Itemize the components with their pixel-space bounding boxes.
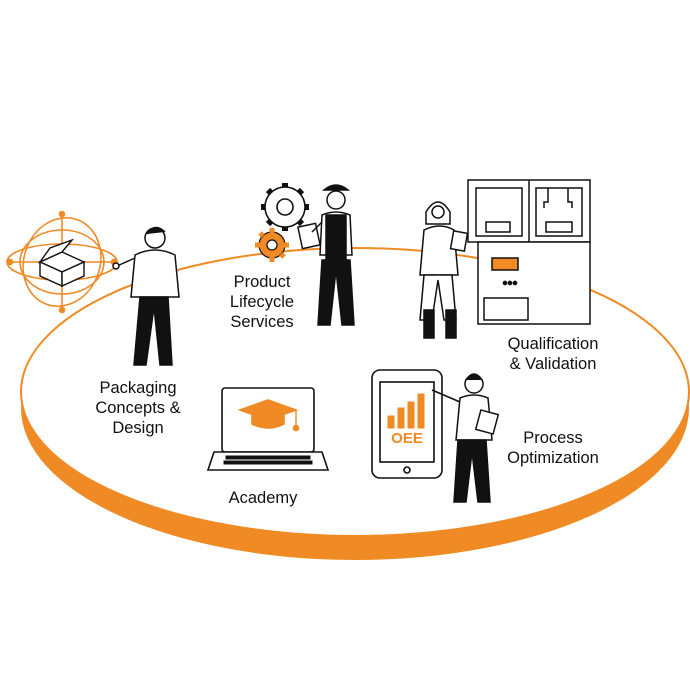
label-line: & Validation xyxy=(509,355,597,373)
filling-machine-icon xyxy=(467,179,591,325)
label-process-optimization: Process Optimization xyxy=(488,428,618,468)
label-line: Optimization xyxy=(507,449,599,467)
label-line: Process xyxy=(523,429,583,447)
label-line: Packaging xyxy=(99,379,177,397)
gears-icon xyxy=(255,183,309,262)
label-line: Services xyxy=(230,313,294,331)
label-product-lifecycle-services: Product Lifecycle Services xyxy=(212,272,312,332)
label-academy: Academy xyxy=(208,488,318,508)
laptop-icon xyxy=(206,387,330,471)
label-line: Concepts & xyxy=(95,399,181,417)
box-hologram-icon xyxy=(6,210,118,314)
label-packaging-concepts-design: Packaging Concepts & Design xyxy=(78,378,198,438)
worker-person-icon xyxy=(297,184,355,326)
label-line: Qualification xyxy=(507,335,599,353)
designer-person-icon xyxy=(112,226,180,366)
cleanroom-technician-icon xyxy=(419,201,469,339)
oee-screen-label: OEE xyxy=(391,430,423,447)
label-line: Academy xyxy=(228,489,298,507)
oee-tablet-icon xyxy=(371,369,443,479)
presenter-person-icon xyxy=(431,373,500,503)
label-line: Product xyxy=(233,273,291,291)
graduation-cap-icon xyxy=(237,399,300,432)
label-line: Lifecycle xyxy=(229,293,295,311)
label-line: Design xyxy=(112,419,164,437)
label-qualification-validation: Qualification & Validation xyxy=(478,334,628,374)
